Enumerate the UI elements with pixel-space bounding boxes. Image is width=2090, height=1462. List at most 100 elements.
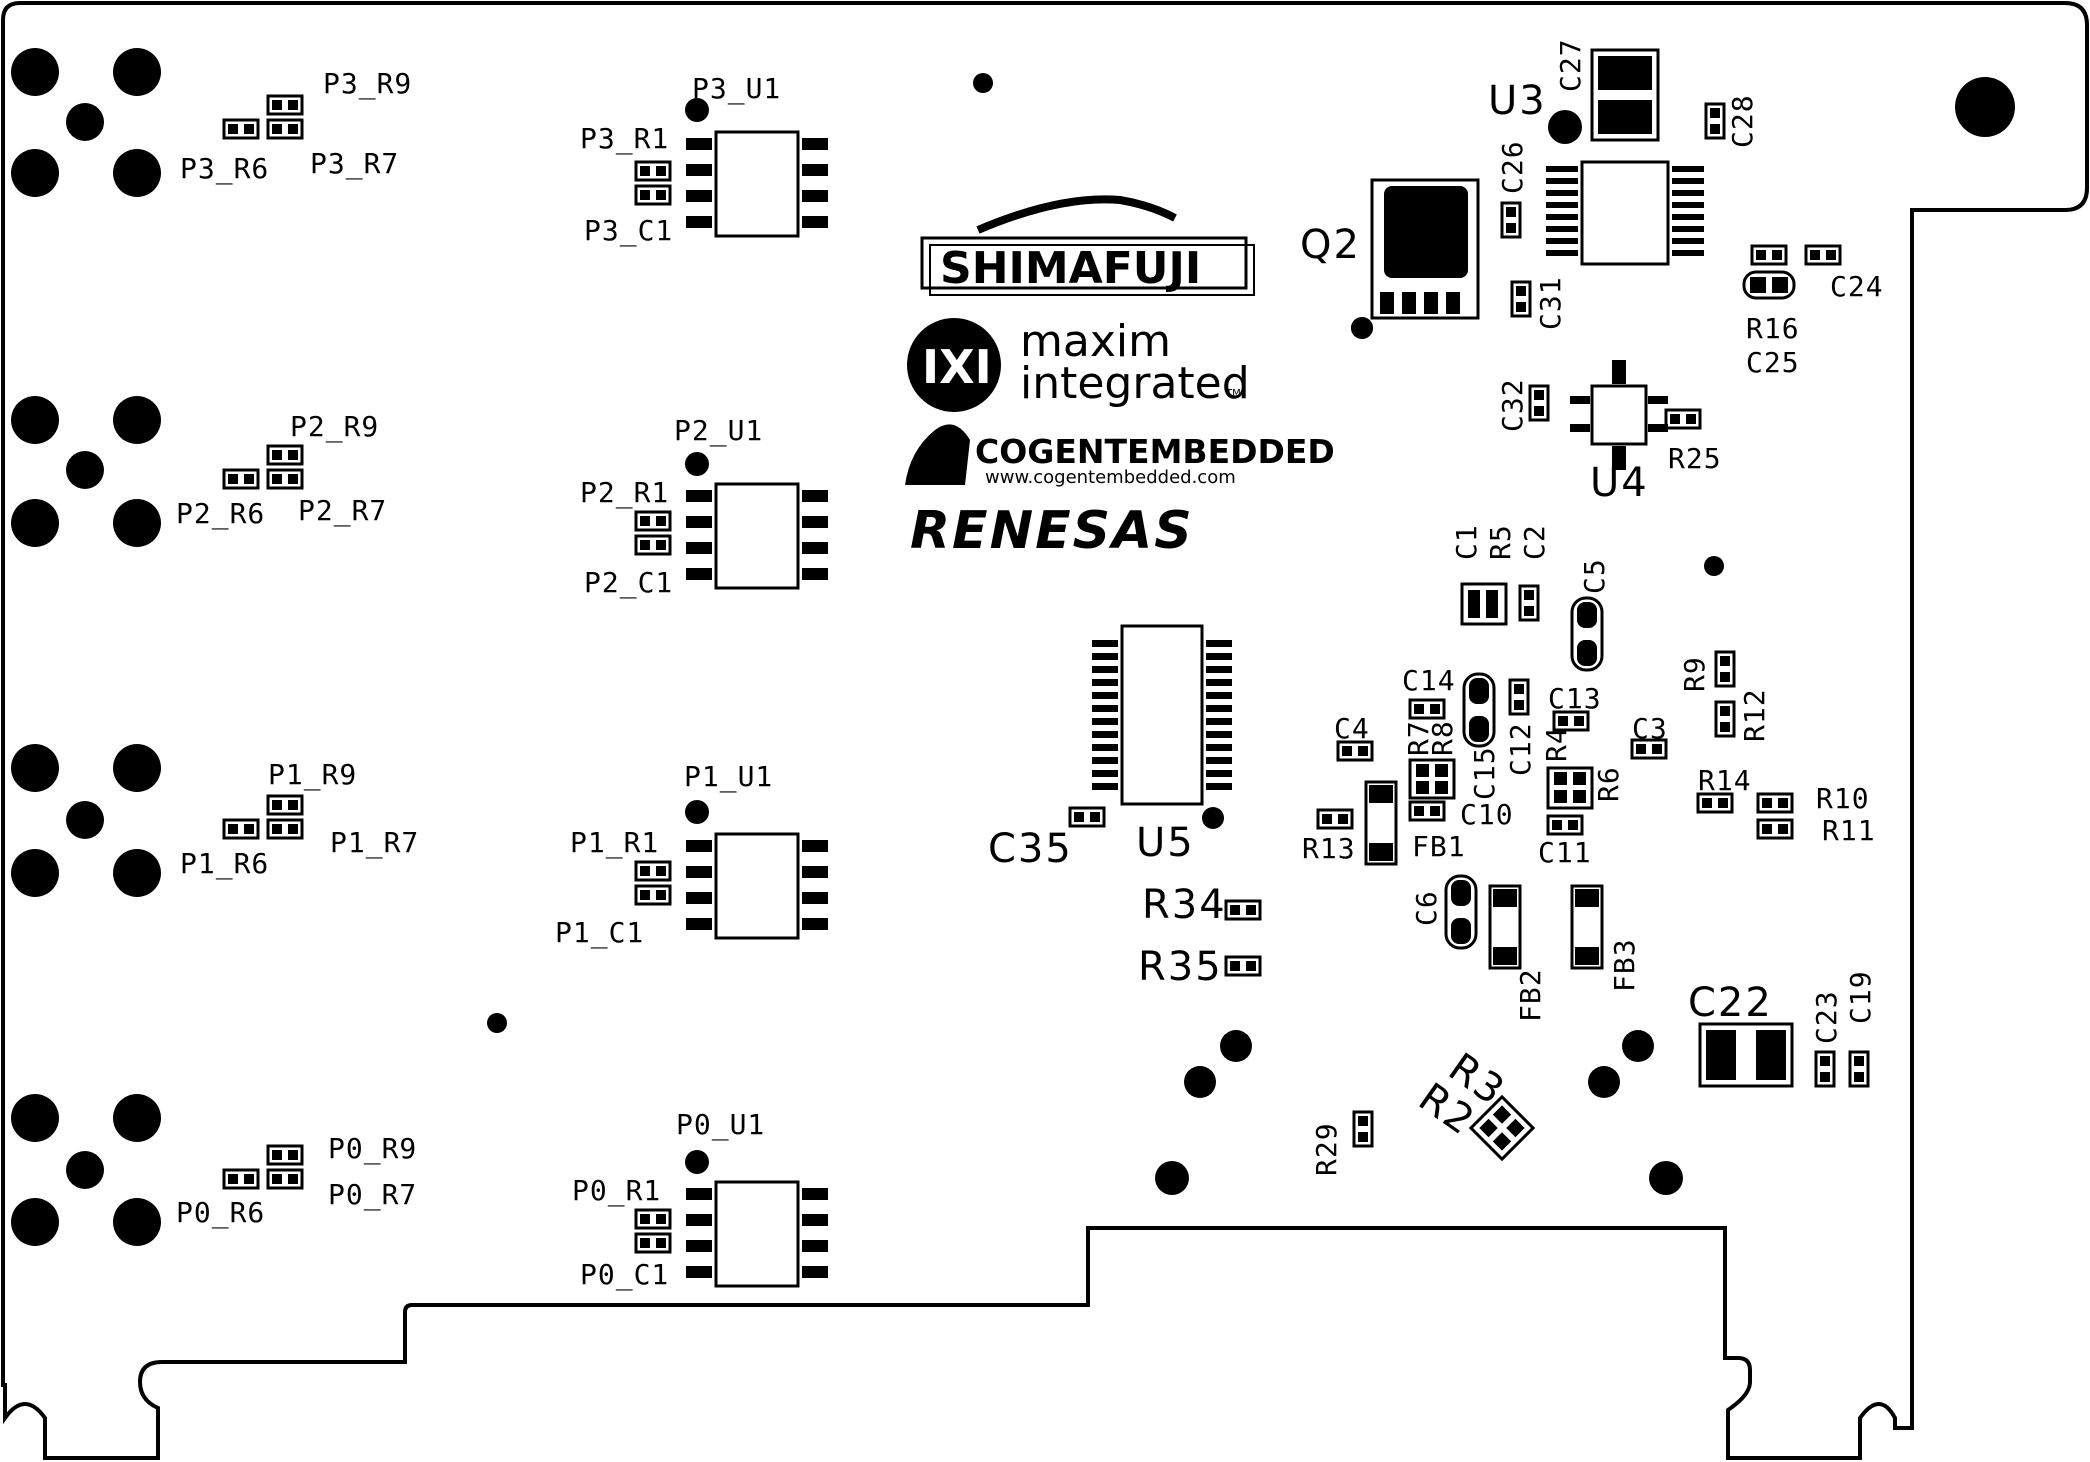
fiducial: [1704, 556, 1724, 576]
logo-cogent: COGENTEMBEDDED www.cogentembedded.com: [905, 424, 1335, 488]
label-c12: C12: [1504, 722, 1537, 776]
p1-u1-ic: [634, 800, 830, 940]
svg-text:RENESAS: RENESAS: [910, 501, 1194, 561]
label-r29: R29: [1310, 1122, 1343, 1176]
label-fb2: FB2: [1514, 968, 1547, 1022]
label-p0-c1: P0_C1: [580, 1258, 669, 1292]
label-r25: R25: [1668, 442, 1722, 475]
label-c28: C28: [1726, 94, 1759, 148]
c1-r5-c2-parts: [1460, 582, 1508, 626]
label-p3-r6: P3_R6: [180, 152, 269, 186]
label-c13: C13: [1548, 682, 1602, 715]
label-p2-c1: P2_C1: [584, 566, 673, 600]
fiducial: [973, 73, 993, 93]
label-r13: R13: [1302, 832, 1356, 865]
label-r14: R14: [1698, 764, 1752, 797]
mounting-hole: [1955, 77, 2015, 137]
hole: [1155, 1161, 1189, 1195]
c22-capacitor: [1698, 1022, 1794, 1088]
label-r10: R10: [1816, 782, 1870, 815]
label-c35: C35: [988, 826, 1073, 872]
svg-text:COGENTEMBEDDED: COGENTEMBEDDED: [975, 432, 1335, 471]
label-p0-u1: P0_U1: [676, 1108, 765, 1142]
label-u4: U4: [1590, 460, 1649, 506]
label-c14: C14: [1402, 664, 1456, 697]
label-p2-r9: P2_R9: [290, 410, 379, 444]
label-fb3: FB3: [1608, 938, 1641, 992]
label-q2: Q2: [1300, 222, 1361, 268]
label-p0-r9: P0_R9: [328, 1132, 417, 1166]
label-p1-u1: P1_U1: [684, 760, 773, 794]
hole: [1649, 1161, 1683, 1195]
label-p1-r9: P1_R9: [268, 758, 357, 792]
label-r34: R34: [1142, 882, 1227, 928]
label-c2: C2: [1518, 524, 1551, 560]
u5-ic: [1092, 624, 1232, 829]
label-p3-c1: P3_C1: [584, 214, 673, 248]
label-p2-u1: P2_U1: [674, 414, 763, 448]
label-c24: C24: [1830, 270, 1884, 303]
label-p3-r9: P3_R9: [323, 67, 412, 101]
logo-renesas: RENESAS: [910, 501, 1194, 561]
p0-u1-ic: [634, 1150, 830, 1288]
label-r8: R8: [1426, 720, 1459, 756]
label-r16: R16: [1746, 312, 1800, 345]
label-c31: C31: [1534, 276, 1567, 330]
label-p0-r7: P0_R7: [328, 1178, 417, 1212]
port2-resistors: [222, 444, 304, 490]
svg-text:maxim: maxim: [1020, 316, 1171, 367]
label-c25: C25: [1746, 346, 1800, 379]
label-u5: U5: [1136, 820, 1195, 866]
label-r35: R35: [1138, 944, 1223, 990]
u3-ic: [1546, 48, 1704, 266]
r7-r8-parts: [1408, 758, 1456, 800]
svg-text:IXI: IXI: [922, 340, 992, 394]
label-r12: R12: [1738, 688, 1771, 742]
label-p3-r1: P3_R1: [580, 122, 669, 156]
label-p0-r6: P0_R6: [176, 1196, 265, 1230]
label-p0-r1: P0_R1: [572, 1174, 661, 1208]
label-r9: R9: [1678, 656, 1711, 692]
port3-resistors: [222, 94, 304, 140]
label-r6: R6: [1592, 766, 1625, 802]
label-p2-r6: P2_R6: [176, 497, 265, 531]
label-p3-u1: P3_U1: [692, 72, 781, 106]
logo-shimafuji: SHIMAFUJI: [920, 195, 1255, 296]
svg-text:SHIMAFUJI: SHIMAFUJI: [940, 243, 1201, 294]
hole: [1588, 1066, 1620, 1098]
svg-text:TM: TM: [1225, 388, 1241, 399]
p3-u1-ic: [634, 98, 830, 238]
label-c32: C32: [1496, 378, 1529, 432]
u4-regulator: [1570, 360, 1668, 470]
label-c27: C27: [1554, 38, 1587, 92]
label-c1: C1: [1450, 524, 1483, 560]
label-c11: C11: [1538, 836, 1592, 869]
label-p3-r7: P3_R7: [310, 147, 399, 181]
fiducial: [487, 1013, 507, 1033]
label-c6: C6: [1410, 890, 1443, 926]
p2-u1-ic: [634, 452, 830, 590]
label-r4: R4: [1540, 726, 1573, 762]
port0-resistors: [222, 1144, 304, 1190]
label-c26: C26: [1496, 140, 1529, 194]
label-c3: C3: [1632, 712, 1668, 745]
label-r11: R11: [1822, 814, 1876, 847]
hole: [1220, 1030, 1252, 1062]
label-fb1: FB1: [1412, 830, 1466, 863]
connector-p1: [11, 744, 161, 897]
label-u3: U3: [1488, 78, 1547, 124]
label-c15: C15: [1468, 746, 1501, 800]
label-p1-r1: P1_R1: [570, 826, 659, 860]
label-c19: C19: [1844, 970, 1877, 1024]
connector-p2: [11, 396, 161, 547]
label-p2-r1: P2_R1: [580, 476, 669, 510]
hole: [1184, 1066, 1216, 1098]
r4-r6-parts: [1546, 766, 1594, 810]
svg-text:www.cogentembedded.com: www.cogentembedded.com: [985, 467, 1236, 488]
label-p1-c1: P1_C1: [555, 916, 644, 950]
port1-resistors: [222, 794, 304, 840]
label-c4: C4: [1334, 712, 1370, 745]
r16-c25-part: [1742, 270, 1796, 300]
label-r7: R7: [1402, 720, 1435, 756]
